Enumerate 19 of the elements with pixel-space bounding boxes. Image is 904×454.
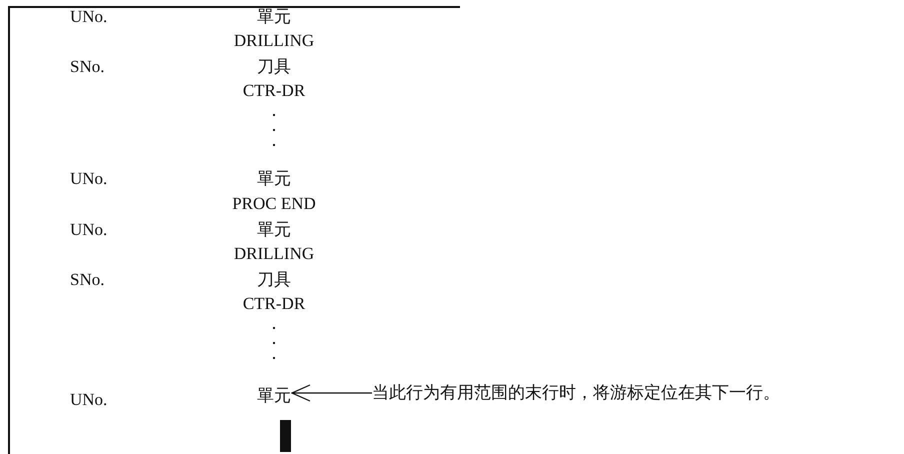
field-value: 單元	[257, 169, 291, 189]
note-text: 当此行为有用范围的末行时，将游标定位在其下一行。	[372, 383, 780, 403]
field-value: 刀具	[257, 57, 291, 77]
field-label: SNo.	[70, 270, 104, 290]
field-value: CTR-DR	[242, 81, 306, 101]
field-label: UNo.	[70, 220, 108, 240]
field-value: 單元	[257, 386, 291, 406]
field-label: UNo.	[70, 390, 108, 410]
field-value: CTR-DR	[242, 294, 306, 314]
arrow	[291, 384, 372, 402]
field-value: PROC END	[232, 194, 316, 214]
field-label: UNo.	[70, 169, 108, 189]
field-value: 刀具	[257, 270, 291, 290]
field-label: SNo.	[70, 57, 104, 77]
field-value: DRILLING	[234, 244, 314, 264]
field-label: UNo.	[70, 7, 108, 27]
field-value: DRILLING	[234, 31, 314, 51]
field-value: 單元	[257, 220, 291, 240]
field-value: 單元	[257, 7, 291, 27]
